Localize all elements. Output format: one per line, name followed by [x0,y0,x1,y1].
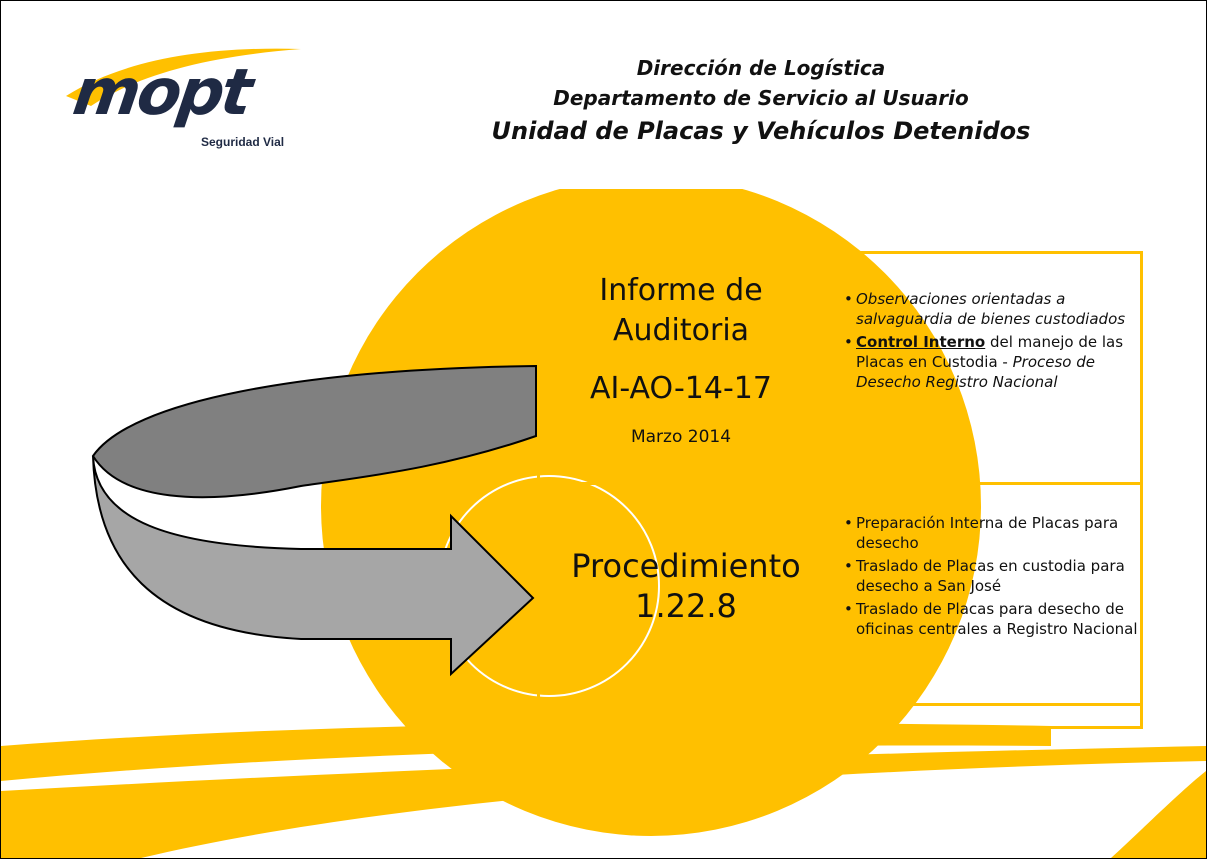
curved-arrow-upper [91,364,537,499]
informe-date: Marzo 2014 [630,427,732,447]
informe-bullets: Observaciones orientadas a salvaguardia … [844,289,1139,395]
procedimiento-number: 1.22.8 [635,587,737,625]
row-divider-bottom [540,703,1140,706]
bullet-text: Observaciones orientadas a salvaguardia … [856,290,1126,328]
list-item: Traslado de Placas para desecho de ofici… [844,599,1139,639]
swoosh-corner [1111,771,1206,858]
logo-wordmark: mopt [68,56,255,130]
list-item: Preparación Interna de Placas para desec… [844,513,1139,553]
bullet-italic-text: Proceso de Desecho Registro Nacional [856,353,1096,391]
procedimiento-block: Procedimiento 1.22.8 [546,546,826,626]
informe-title: Informe de Auditoria [599,273,763,348]
content-frame [537,251,1143,729]
page-header: Dirección de Logística Departamento de S… [451,53,1071,149]
list-item: Observaciones orientadas a salvaguardia … [844,289,1139,329]
header-line-2: Departamento de Servicio al Usuario [553,86,969,110]
header-line-3: Unidad de Placas y Vehículos Detenidos [491,117,1031,145]
list-item: Traslado de Placas en custodia para dese… [844,556,1139,596]
informe-block: Informe de Auditoria AI-AO-14-17 Marzo 2… [546,271,816,449]
logo-tagline: Seguridad Vial [201,135,285,149]
procedimiento-bullets: Preparación Interna de Placas para desec… [844,513,1139,642]
swoosh-top [1,722,1051,781]
header-line-1: Dirección de Logística [636,56,886,80]
yellow-circle [321,176,981,836]
bullet-text: del manejo de las Placas en Custodia - [856,333,1124,371]
informe-code: AI-AO-14-17 [590,371,772,406]
logo-swoosh [66,48,301,106]
bullet-strong-text: Control Interno [856,333,986,351]
procedimiento-title: Procedimiento [571,547,801,585]
list-item: Control Interno del manejo de las Placas… [844,332,1139,392]
mopt-logo: mopt Seguridad Vial [56,49,316,169]
swoosh-middle [1,746,1206,858]
row-divider [540,482,1140,485]
curved-arrow-lower [92,455,535,677]
